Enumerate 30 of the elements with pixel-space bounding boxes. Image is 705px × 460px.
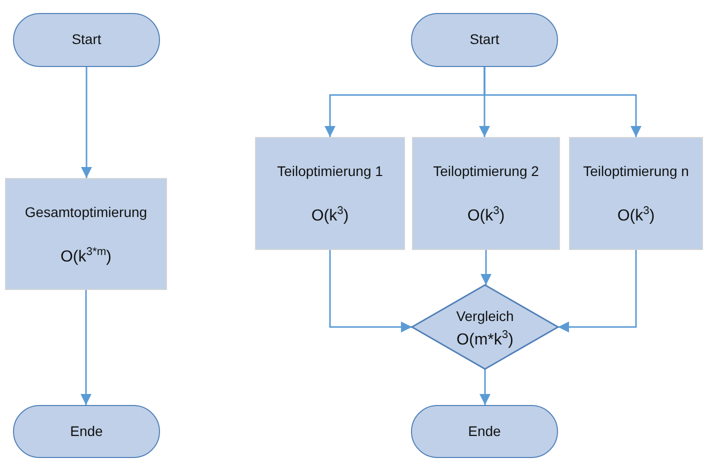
node-label: Start [470, 32, 500, 48]
process-box [569, 137, 703, 250]
terminal-shape [411, 13, 558, 67]
arrow [81, 67, 92, 178]
node-label: Start [72, 32, 102, 48]
arrow [484, 67, 642, 137]
arrow [80, 290, 92, 405]
terminal-shape [13, 405, 160, 458]
arrow [329, 250, 412, 332]
process-box [5, 178, 167, 290]
arrow [480, 369, 490, 405]
complexity-label: O(k$^{3}$) [467, 205, 505, 226]
node-label: Gesamtoptimierung [24, 205, 148, 220]
terminal-shape [13, 13, 160, 67]
complexity-label: O(k$^{3}$) [311, 205, 349, 226]
node-label: Ende [468, 424, 501, 440]
terminal-shape [411, 405, 558, 458]
node-label: Teiloptimierung n [583, 164, 689, 180]
complexity-label: O(k$^{3*m}$) [60, 246, 112, 266]
decision-diamond [412, 285, 558, 369]
process-box [255, 137, 405, 250]
node-label: Teiloptimierung 2 [433, 164, 539, 180]
node-label: Teiloptimierung 1 [277, 164, 383, 180]
arrow [480, 250, 492, 285]
node-label: Vergleich [456, 309, 514, 325]
process-box [412, 137, 560, 250]
complexity-label: O(k$^{3}$) [617, 205, 655, 226]
node-label: Ende [70, 424, 103, 440]
arrow [558, 250, 637, 332]
complexity-label: O(m*k$^{3}$) [456, 328, 514, 349]
